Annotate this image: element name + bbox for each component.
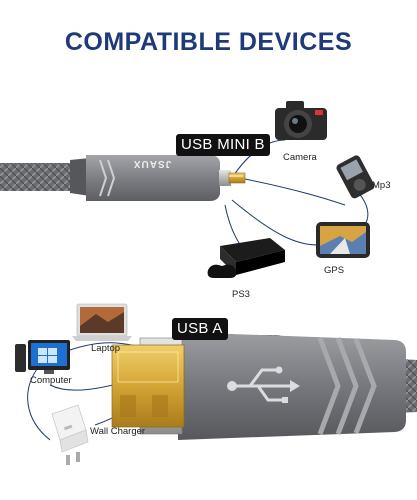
usb-a-label: USB A — [172, 318, 228, 340]
wall-charger-label: Wall Charger — [90, 426, 146, 437]
page-title: COMPATIBLE DEVICES — [64, 28, 353, 56]
gps-label: GPS — [324, 265, 345, 276]
brand-logo: JSAUX — [132, 158, 172, 169]
mp3-label: Mp3 — [372, 180, 391, 191]
usb-mini-b-label: USB MINI B — [176, 134, 270, 156]
camera-icon — [275, 101, 327, 140]
computer-label: Computer — [30, 375, 72, 386]
gps-device-icon — [316, 222, 370, 258]
ps3-console-icon — [207, 238, 285, 278]
camera-label: Camera — [283, 152, 317, 163]
laptop-label: Laptop — [91, 343, 121, 354]
mp3-player-icon — [336, 155, 375, 199]
usb-mini-b-cable — [0, 155, 246, 201]
usb-a-cable — [111, 332, 417, 440]
ps3-label: PS3 — [232, 289, 250, 300]
wall-charger-icon — [51, 404, 89, 465]
laptop-icon — [72, 303, 132, 341]
computer-icon — [15, 340, 70, 374]
